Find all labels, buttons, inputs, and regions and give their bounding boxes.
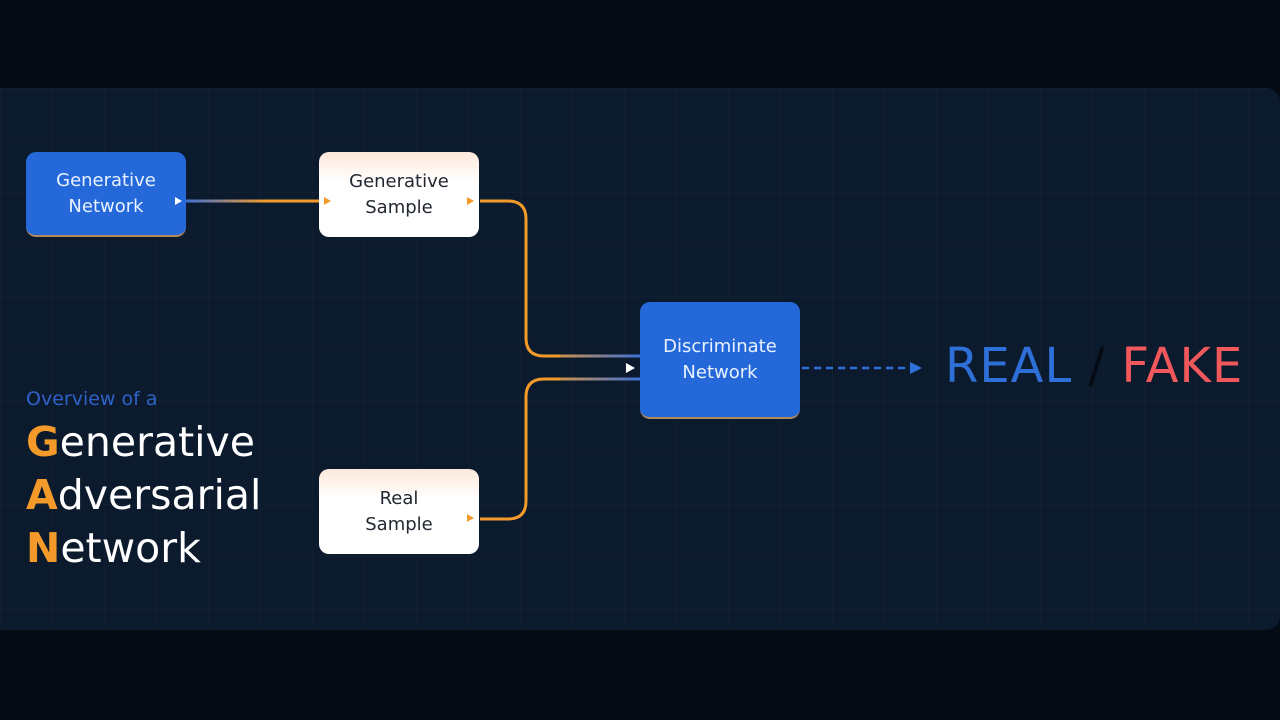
result-separator: / (1088, 338, 1106, 394)
edge-gensample-to-discriminator (480, 199, 640, 358)
node-label: Generative Network (56, 169, 156, 217)
node-generative-network[interactable]: Generative Network (26, 152, 186, 249)
result-real: REAL (945, 338, 1073, 394)
caption-line-network: Network (26, 522, 261, 575)
caption-line-adversarial: Adversarial (26, 469, 261, 522)
node-real-sample[interactable]: Real Sample (319, 469, 479, 568)
result-fake: FAKE (1121, 338, 1244, 394)
output-port-icon (175, 197, 182, 205)
edge-realsample-to-discriminator (480, 377, 640, 521)
acronym-initial: G (26, 418, 60, 466)
caption-word-rest: etwork (60, 524, 201, 572)
acronym-initial: N (26, 524, 61, 572)
node-generative-sample[interactable]: Generative Sample (319, 152, 479, 251)
result-label: REAL / FAKE (945, 338, 1243, 394)
node-discriminate-network[interactable]: Discriminate Network (640, 302, 800, 431)
title-caption: Overview of a Generative Adversarial Net… (26, 388, 261, 575)
discriminator-input-arrow-icon (626, 363, 635, 373)
caption-line-generative: Generative (26, 416, 261, 469)
input-port-icon (324, 197, 331, 205)
caption-word-rest: dversarial (57, 471, 262, 519)
caption-word-rest: enerative (59, 418, 256, 466)
caption-subtitle: Overview of a (26, 388, 158, 410)
result-arrow-icon (910, 362, 922, 374)
output-port-icon (467, 514, 474, 522)
output-port-icon (467, 197, 474, 205)
node-label: Real Sample (365, 487, 433, 535)
acronym-initial: A (26, 471, 58, 519)
node-label: Generative Sample (349, 170, 449, 218)
node-label: Discriminate Network (663, 335, 777, 383)
